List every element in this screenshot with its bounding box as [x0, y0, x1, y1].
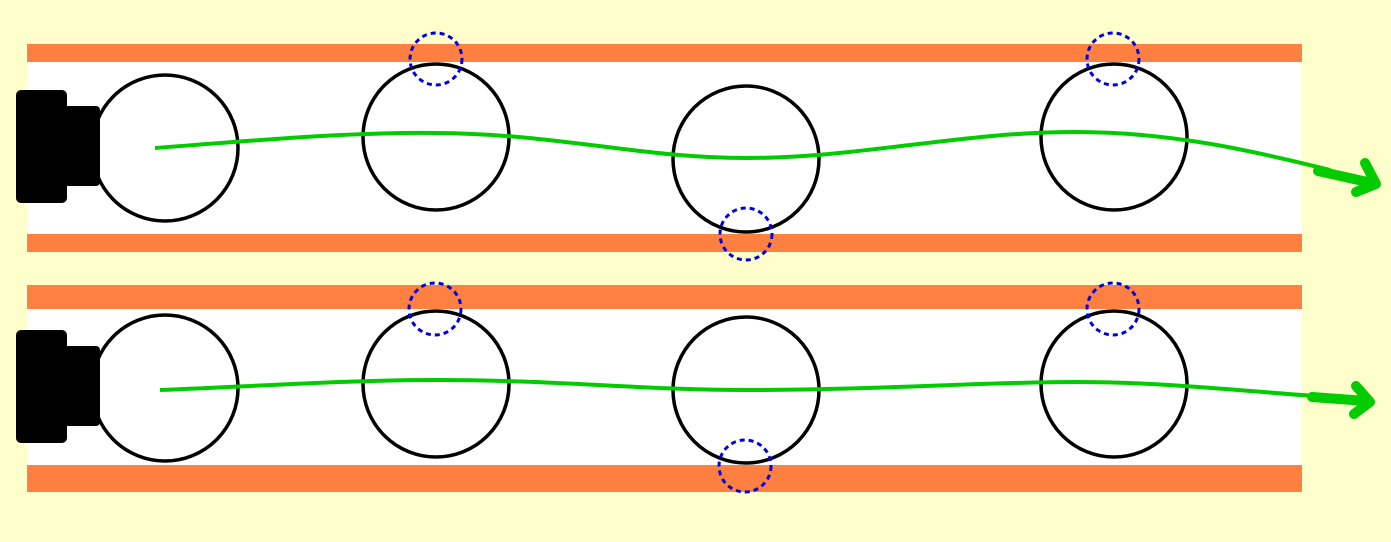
- upper-exit-arrow: [1313, 158, 1381, 197]
- upper-channel-top-wall: [27, 44, 1302, 62]
- upper-circle-4: [1039, 62, 1189, 212]
- upper-circle-3: [671, 84, 821, 234]
- lower-path-line: [159, 377, 1331, 399]
- upper-channel-bottom-wall: [27, 234, 1302, 252]
- lower-circle-2: [361, 309, 511, 459]
- lower-exit-arrow: [1307, 381, 1375, 419]
- upper-source-block: [16, 90, 100, 203]
- lower-contact-marker-3: [1085, 281, 1141, 337]
- lower-channel-top-wall: [27, 285, 1302, 309]
- lower-channel-bottom-wall: [27, 465, 1302, 492]
- upper-path-line: [154, 129, 1331, 172]
- upper-contact-marker-1: [408, 31, 464, 87]
- lower-row: [16, 281, 1375, 494]
- upper-contact-marker-3: [1085, 31, 1141, 87]
- lower-source-block: [16, 330, 100, 443]
- upper-contact-marker-2: [718, 206, 774, 262]
- upper-row: [16, 31, 1381, 262]
- lower-contact-marker-2: [717, 438, 773, 494]
- upper-circle-1: [90, 73, 240, 223]
- lower-contact-marker-1: [407, 281, 463, 337]
